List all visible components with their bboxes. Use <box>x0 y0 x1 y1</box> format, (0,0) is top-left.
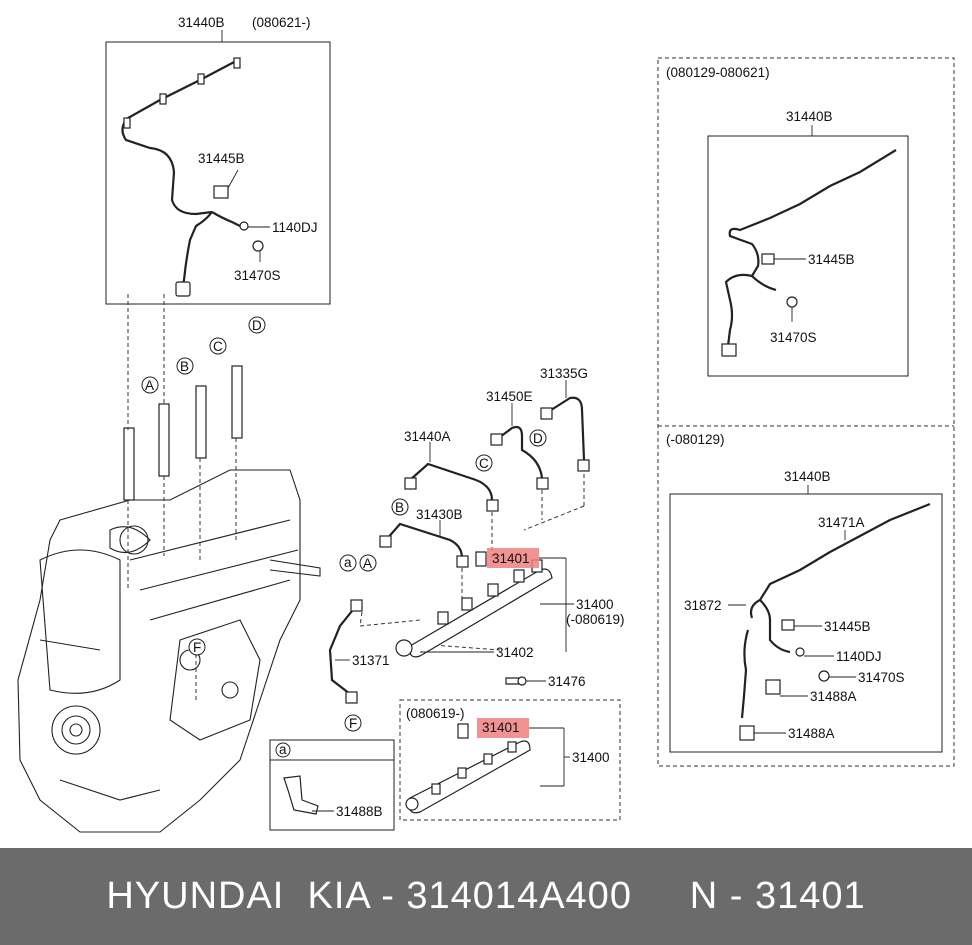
label-31488a-1: 31488A <box>810 689 857 704</box>
label-period-080619: (080619-) <box>406 706 465 721</box>
label-31470s-r1: 31470S <box>770 330 817 345</box>
callout-lower-a-pipe: a <box>344 555 352 570</box>
label-31440b-r1: 31440B <box>786 109 833 124</box>
callout-circles: A B C D F D C B A a F <box>141 316 547 732</box>
label-31471a: 31471A <box>818 515 865 530</box>
panel-new-rail: (080619-) 31401 31400 <box>399 699 621 821</box>
callout-f-pipe: F <box>349 716 357 731</box>
label-1140dj-top: 1140DJ <box>272 220 318 235</box>
label-31401-main: 31401 <box>492 551 530 566</box>
label-31450e: 31450E <box>486 389 533 404</box>
label-31402: 31402 <box>496 645 534 660</box>
callout-a-pipe: A <box>363 556 372 571</box>
highlight-31401-main <box>487 548 539 568</box>
footer-code-text: N - 31401 <box>689 875 866 917</box>
callout-f-engine: F <box>193 640 201 655</box>
label-31371: 31371 <box>352 653 390 668</box>
label-31872: 31872 <box>684 598 722 613</box>
callout-a-engine: A <box>145 378 154 393</box>
callout-c-engine: C <box>213 339 223 354</box>
label-31400-new: 31400 <box>572 750 610 765</box>
highlight-31401-new <box>477 718 529 738</box>
label-31470s-r2: 31470S <box>858 670 905 685</box>
legend-a: a 31488B <box>269 739 395 831</box>
footer-banner: HYUNDAI KIA - 314014A400 N - 31401 <box>0 848 972 945</box>
panel-top-frame <box>105 41 331 305</box>
callout-c-pipe: C <box>479 456 489 471</box>
label-31440a: 31440A <box>404 429 451 444</box>
label-31400-main: 31400 <box>576 597 614 612</box>
panel-right-2: (-080129) 31440B 31471A 31872 31445B 114… <box>666 432 943 753</box>
label-31400-code: (-080619) <box>566 612 625 627</box>
panel-top-harness: 31440B (080621-) 31445B 1140DJ 31470S <box>105 15 331 305</box>
footer-brand-text: HYUNDAI KIA - 314014A400 <box>106 875 632 917</box>
label-code-080621: (080621-) <box>252 15 311 30</box>
engine-illustration <box>17 294 321 833</box>
label-period-080129-080621: (080129-080621) <box>666 65 770 80</box>
label-1140dj-r2: 1140DJ <box>836 649 882 664</box>
label-31401-new: 31401 <box>482 720 520 735</box>
label-31445b-r2: 31445B <box>824 619 871 634</box>
parts-diagram: 31440B (080621-) 31445B 1140DJ 31470S (0… <box>17 15 955 833</box>
footer-gap <box>632 875 690 918</box>
label-31440b-r2: 31440B <box>784 469 831 484</box>
label-31430b: 31430B <box>416 507 463 522</box>
legend-a-letter: a <box>279 742 287 757</box>
label-31470s-top: 31470S <box>234 268 281 283</box>
label-31445b-r1: 31445B <box>808 252 855 267</box>
label-31445b-top: 31445B <box>198 151 245 166</box>
callout-b-engine: B <box>180 359 189 374</box>
label-31476: 31476 <box>548 674 586 689</box>
label-period-080129: (-080129) <box>666 432 725 447</box>
label-31440b: 31440B <box>178 15 225 30</box>
label-31488b: 31488B <box>336 804 383 819</box>
fuel-rail-assembly: 31335G 31450E 31440A 31430B 31371 <box>328 366 625 704</box>
label-31335g: 31335G <box>540 366 588 381</box>
label-31488a-2: 31488A <box>788 726 835 741</box>
callout-d-pipe: D <box>533 431 543 446</box>
callout-d-engine: D <box>252 318 262 333</box>
panel-right-1: (080129-080621) 31440B 31445B 31470S <box>657 57 955 767</box>
callout-b-pipe: B <box>395 500 404 515</box>
